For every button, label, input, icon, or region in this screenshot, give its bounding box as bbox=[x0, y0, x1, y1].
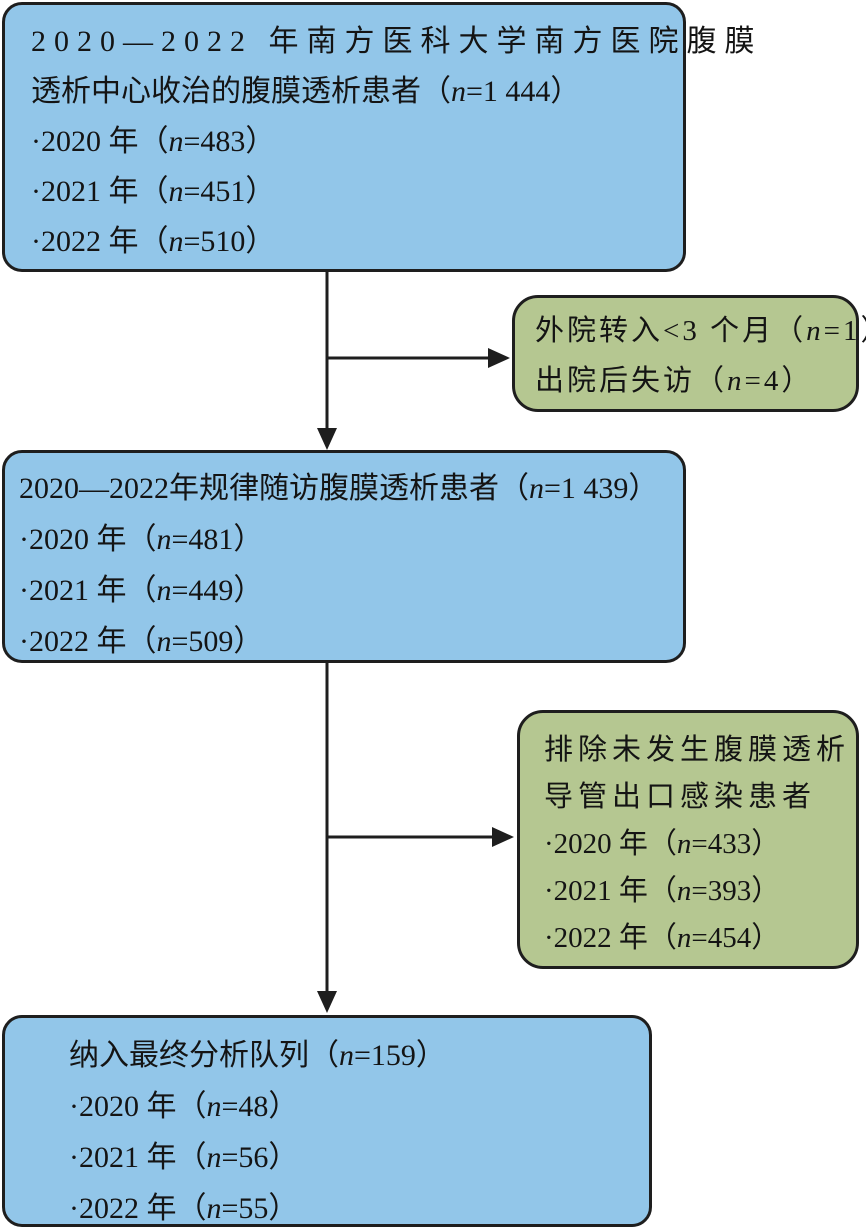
initial-cohort-year-2022: ·2022 年（n=510） bbox=[31, 225, 276, 258]
arrowhead-down-1 bbox=[317, 428, 337, 450]
exclusion1-line-2: 出院后失访（n=4） bbox=[535, 365, 814, 397]
initial-cohort-line-2: 透析中心收治的腹膜透析患者（n=1 444） bbox=[31, 75, 581, 108]
final-analysis-year-2020: ·2020 年（n=48） bbox=[69, 1090, 299, 1123]
initial-cohort-year-2020: ·2020 年（n=483） bbox=[31, 125, 276, 158]
exclusion2-year-2022: ·2022 年（n=454） bbox=[544, 922, 781, 954]
final-analysis-year-2022: ·2022 年（n=55） bbox=[69, 1192, 299, 1225]
initial-cohort-line-1: 2020—2022 年南方医科大学南方医院腹膜 bbox=[31, 25, 763, 58]
exclusion1-line-1: 外院转入<3 个月（n=1） bbox=[535, 315, 866, 347]
exclusion2-year-2020: ·2020 年（n=433） bbox=[544, 828, 781, 860]
followup-year-2020: ·2020 年（n=481） bbox=[19, 523, 264, 556]
arrowhead-right-1 bbox=[488, 348, 510, 368]
final-analysis-year-2021: ·2021 年（n=56） bbox=[69, 1141, 299, 1174]
box-final-analysis: 纳入最终分析队列（n=159） ·2020 年（n=48） ·2021 年（n=… bbox=[2, 1015, 652, 1227]
box-regular-followup: 2020—2022年规律随访腹膜透析患者（n=1 439） ·2020 年（n=… bbox=[2, 450, 686, 663]
followup-year-2022: ·2022 年（n=509） bbox=[19, 625, 264, 658]
exclusion2-line-2: 导管出口感染患者 bbox=[544, 781, 817, 813]
box-excluded-no-exit-site-infection: 排除未发生腹膜透析 导管出口感染患者 ·2020 年（n=433） ·2021 … bbox=[517, 710, 859, 969]
arrowhead-down-2 bbox=[317, 991, 337, 1013]
box-initial-cohort: 2020—2022 年南方医科大学南方医院腹膜 透析中心收治的腹膜透析患者（n=… bbox=[2, 2, 763, 272]
final-analysis-line-1: 纳入最终分析队列（n=159） bbox=[69, 1039, 446, 1072]
followup-line-1: 2020—2022年规律随访腹膜透析患者（n=1 439） bbox=[19, 472, 659, 505]
followup-year-2021: ·2021 年（n=449） bbox=[19, 574, 264, 607]
exclusion2-year-2021: ·2021 年（n=393） bbox=[544, 875, 781, 907]
exclusion2-line-1: 排除未发生腹膜透析 bbox=[544, 734, 851, 766]
arrowhead-right-2 bbox=[492, 827, 514, 847]
initial-cohort-year-2021: ·2021 年（n=451） bbox=[31, 175, 276, 208]
box-excluded-before-followup: 外院转入<3 个月（n=1） 出院后失访（n=4） bbox=[512, 295, 866, 412]
